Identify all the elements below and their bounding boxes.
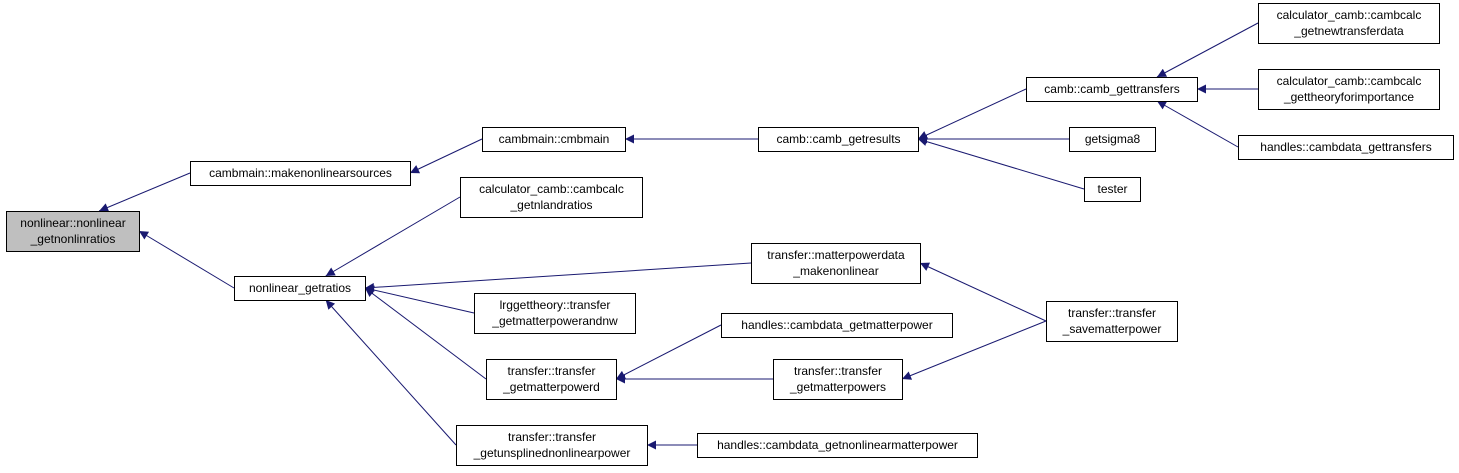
node-label: cambmain::cmbmain xyxy=(499,132,610,146)
node-label: handles::cambdata_gettransfers xyxy=(1260,140,1431,154)
node-label: transfer::transfer xyxy=(794,364,882,378)
node-box[interactable] xyxy=(474,293,636,334)
node-box[interactable] xyxy=(758,127,919,152)
node-cmbmain[interactable]: cambmain::cmbmain xyxy=(482,127,626,152)
node-getunsplined[interactable]: transfer::transfer_getunsplinednonlinear… xyxy=(456,425,648,466)
edge-lrggettheory-to-getratios xyxy=(364,285,475,314)
node-label: handles::cambdata_getmatterpower xyxy=(741,318,932,332)
node-getmatterpowerd[interactable]: transfer::transfer_getmatterpowerd xyxy=(486,359,617,400)
edges xyxy=(98,22,1259,450)
node-box[interactable] xyxy=(697,433,978,458)
node-tester[interactable]: tester xyxy=(1084,177,1141,202)
node-box[interactable] xyxy=(1258,3,1440,44)
node-box[interactable] xyxy=(1026,77,1198,102)
node-label: cambmain::makenonlinearsources xyxy=(209,166,392,180)
edge-getratios-to-root xyxy=(138,230,235,289)
node-cambdata-gettransfers[interactable]: handles::cambdata_gettransfers xyxy=(1238,135,1454,160)
edge-makenonlinear-to-getratios xyxy=(364,262,752,292)
edge-getmatterpowerd-to-getratios xyxy=(364,287,487,380)
node-label: _getmatterpowers xyxy=(789,380,886,394)
node-box[interactable] xyxy=(751,243,921,284)
node-label: calculator_camb::cambcalc xyxy=(479,182,624,196)
node-label: _getunsplinednonlinearpower xyxy=(473,446,631,460)
node-box[interactable] xyxy=(486,359,617,400)
node-makenonlinear[interactable]: transfer::matterpowerdata_makenonlinear xyxy=(751,243,921,284)
edge-cambdata-getmatterpower-to-getmatterpowerd xyxy=(615,324,722,380)
node-label: _savematterpower xyxy=(1062,322,1162,336)
node-box[interactable] xyxy=(1046,301,1178,342)
edge-cambdata-gettransfers-to-gettransfers xyxy=(1156,100,1239,148)
edge-cmbmain-to-makenonlinearsources xyxy=(409,138,483,174)
node-label: _getnonlinratios xyxy=(30,232,116,246)
node-cambdata-getnonlinearmatterpower[interactable]: handles::cambdata_getnonlinearmatterpowe… xyxy=(697,433,978,458)
node-label: transfer::transfer xyxy=(508,430,596,444)
node-box[interactable] xyxy=(1238,135,1454,160)
node-gettransfers[interactable]: camb::camb_gettransfers xyxy=(1026,77,1198,102)
node-root[interactable]: nonlinear::nonlinear_getnonlinratios xyxy=(6,211,140,252)
node-box[interactable] xyxy=(482,127,626,152)
node-label: transfer::matterpowerdata xyxy=(767,248,905,262)
node-gettheoryforimportance[interactable]: calculator_camb::cambcalc_gettheoryforim… xyxy=(1258,69,1440,110)
node-label: _getmatterpowerandnw xyxy=(491,314,618,328)
node-box[interactable] xyxy=(1069,127,1156,152)
node-getratios[interactable]: nonlinear_getratios xyxy=(234,276,366,301)
node-box[interactable] xyxy=(234,276,366,301)
node-label: transfer::transfer xyxy=(507,364,595,378)
node-getmatterpowers[interactable]: transfer::transfer_getmatterpowers xyxy=(773,359,903,400)
nodes: nonlinear::nonlinear_getnonlinratios camb… xyxy=(6,3,1454,466)
node-label: getsigma8 xyxy=(1085,132,1141,146)
node-box[interactable] xyxy=(1084,177,1141,202)
node-label: _gettheoryforimportance xyxy=(1283,90,1414,104)
node-label: _getnlandratios xyxy=(509,198,592,212)
node-box[interactable] xyxy=(6,211,140,252)
node-box[interactable] xyxy=(721,313,953,338)
node-box[interactable] xyxy=(460,177,643,218)
node-label: tester xyxy=(1097,182,1127,196)
node-box[interactable] xyxy=(1258,69,1440,110)
node-makenonlinearsources[interactable]: cambmain::makenonlinearsources xyxy=(190,161,411,186)
node-label: nonlinear_getratios xyxy=(249,281,351,295)
node-label: transfer::transfer xyxy=(1068,306,1156,320)
node-label: camb::camb_getresults xyxy=(776,132,900,146)
node-label: handles::cambdata_getnonlinearmatterpowe… xyxy=(717,438,958,452)
node-label: camb::camb_gettransfers xyxy=(1044,82,1179,96)
node-box[interactable] xyxy=(456,425,648,466)
edge-getnlandratios-to-getratios xyxy=(325,196,461,277)
node-label: _makenonlinear xyxy=(792,264,878,278)
node-cambdata-getmatterpower[interactable]: handles::cambdata_getmatterpower xyxy=(721,313,953,338)
edge-getnewtransferdata-to-gettransfers xyxy=(1156,22,1259,78)
node-label: calculator_camb::cambcalc xyxy=(1277,74,1422,88)
edge-tester-to-getresults xyxy=(917,137,1085,190)
node-box[interactable] xyxy=(190,161,411,186)
edge-gettransfers-to-getresults xyxy=(917,88,1027,140)
edge-getunsplined-to-getratios xyxy=(325,299,457,446)
node-lrggettheory[interactable]: lrggettheory::transfer_getmatterpowerand… xyxy=(474,293,636,334)
node-label: calculator_camb::cambcalc xyxy=(1277,8,1422,22)
node-getnewtransferdata[interactable]: calculator_camb::cambcalc_getnewtransfer… xyxy=(1258,3,1440,44)
node-label: _getmatterpowerd xyxy=(502,380,600,394)
edge-makenonlinearsources-to-root xyxy=(98,172,191,212)
node-getresults[interactable]: camb::camb_getresults xyxy=(758,127,919,152)
node-label: nonlinear::nonlinear xyxy=(20,216,125,230)
edge-savematterpower-to-getmatterpowers xyxy=(901,320,1047,380)
edge-savematterpower-to-makenonlinear xyxy=(919,262,1047,322)
node-label: _getnewtransferdata xyxy=(1293,24,1404,38)
node-box[interactable] xyxy=(773,359,903,400)
node-label: lrggettheory::transfer xyxy=(500,298,611,312)
node-getsigma8[interactable]: getsigma8 xyxy=(1069,127,1156,152)
node-getnlandratios[interactable]: calculator_camb::cambcalc_getnlandratios xyxy=(460,177,643,218)
node-savematterpower[interactable]: transfer::transfer_savematterpower xyxy=(1046,301,1178,342)
